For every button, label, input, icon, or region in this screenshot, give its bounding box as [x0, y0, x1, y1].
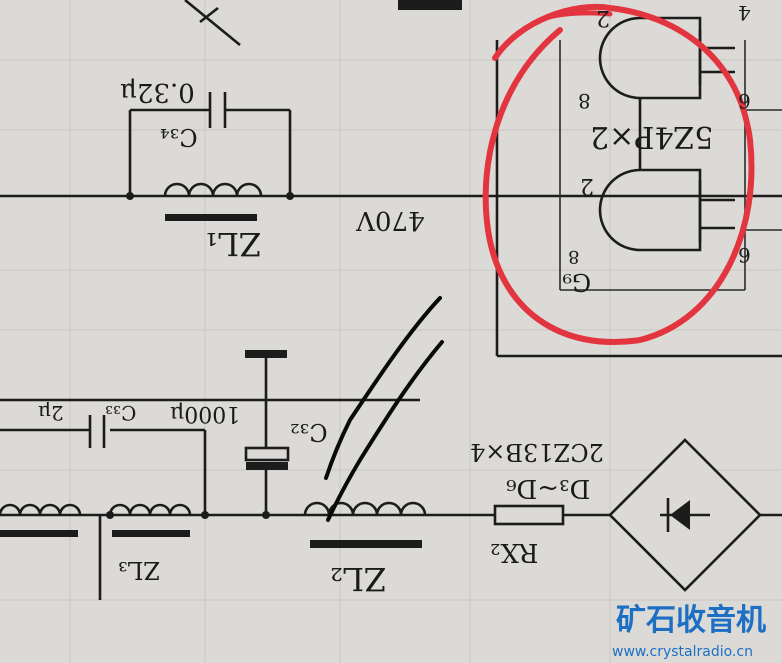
- label-tube-pin-6b: 6: [738, 243, 751, 267]
- pen-strokes-annotation: [324, 296, 444, 522]
- label-diodes: D₃~D₆: [506, 473, 590, 503]
- red-circle-annotation: [482, 3, 755, 345]
- label-zl1: ZL₁: [205, 225, 261, 263]
- label-tube-pin-4: 4: [738, 1, 751, 25]
- label-c34-value: 0.32μ: [120, 77, 195, 107]
- watermark-site-name: 矿石收音机: [616, 603, 766, 638]
- label-c33: C₃₃: [105, 401, 136, 425]
- label-zl3: ZL₃: [118, 556, 160, 584]
- label-c32-value: 1000μ: [170, 401, 240, 426]
- label-rx: RX₂: [490, 537, 539, 567]
- filter-stage-1: [0, 92, 782, 221]
- watermark-url: www.crystalradio.cn: [612, 644, 753, 660]
- component-labels: 0.32μ C₃₄ ZL₁ 470V 5Z4P×2 2 4 8 6 2 G₉ 8…: [38, 1, 751, 598]
- switch-contact: [184, 0, 462, 47]
- label-tube-pin-8b: 8: [568, 246, 579, 267]
- label-tube-pin-2b: 2: [580, 173, 594, 198]
- label-tube-pin-6a: 6: [738, 89, 751, 113]
- label-voltage: 470V: [355, 205, 425, 235]
- label-tube-pin-2a: 2: [596, 5, 610, 30]
- watermark: 矿石收音机 www.crystalradio.cn: [612, 603, 766, 660]
- label-c33-value: 2μ: [38, 401, 64, 425]
- label-diode-type: 2CZ13B×4: [470, 438, 604, 466]
- label-tube-type: 5Z4P×2: [590, 119, 713, 154]
- label-g: G₉: [562, 268, 591, 296]
- label-tube-pin-8a: 8: [578, 89, 591, 113]
- label-c32: C₃₂: [290, 418, 328, 446]
- bridge-rectifier: [608, 438, 762, 592]
- tube-box: [495, 16, 782, 358]
- label-c34: C₃₄: [160, 123, 198, 151]
- label-zl2: ZL₂: [330, 560, 386, 598]
